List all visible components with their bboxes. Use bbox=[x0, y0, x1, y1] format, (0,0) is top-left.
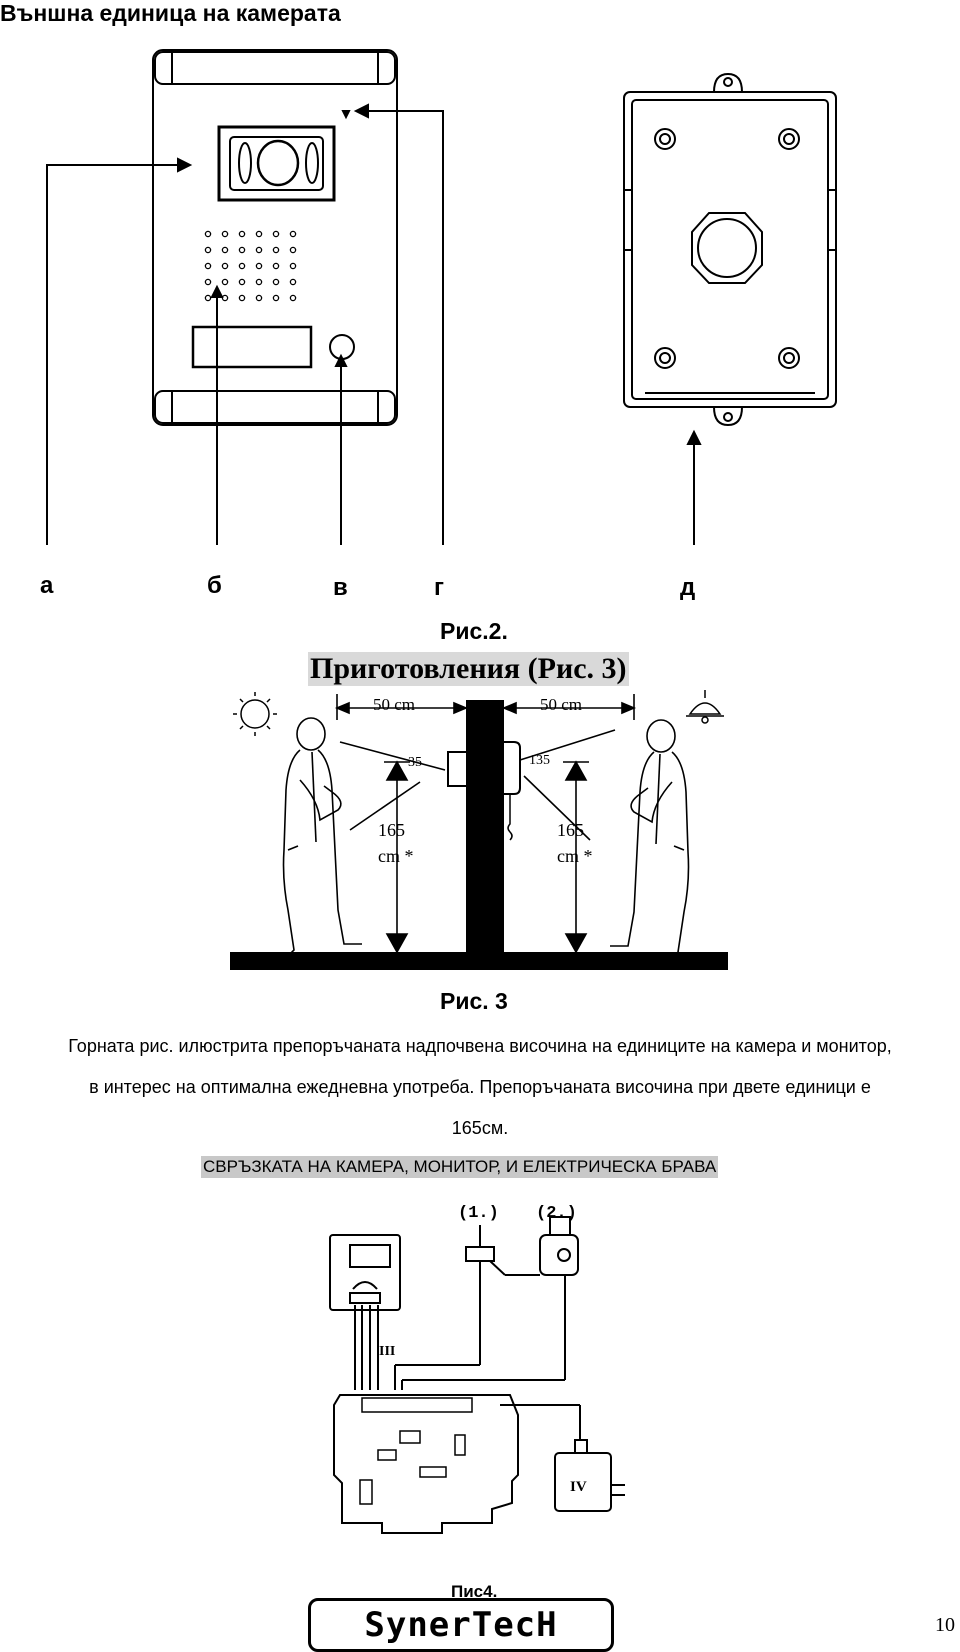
angle-right: 135 bbox=[529, 753, 550, 768]
speaker-hole bbox=[289, 278, 297, 286]
connection-banner: СВРЪЗКАТА НА КАМЕРА, МОНИТОР, И ЕЛЕКТРИЧ… bbox=[201, 1156, 719, 1178]
speaker-hole bbox=[272, 278, 280, 286]
preparations-heading: Приготовления (Рис. 3) bbox=[308, 652, 629, 686]
speaker-hole bbox=[255, 230, 263, 238]
label-g: г bbox=[434, 574, 444, 601]
label-d: д bbox=[680, 574, 696, 601]
speaker-hole bbox=[204, 294, 212, 302]
speaker-hole bbox=[255, 262, 263, 270]
speaker-hole bbox=[221, 278, 229, 286]
label-a: а bbox=[40, 572, 54, 599]
speaker-hole bbox=[272, 294, 280, 302]
speaker-grille bbox=[204, 230, 297, 302]
speaker-hole bbox=[204, 230, 212, 238]
figure-4-caption: Пис4. bbox=[451, 1582, 498, 1601]
height-right-value: 165 bbox=[557, 820, 584, 840]
paragraph-line-3: 165см. bbox=[451, 1118, 509, 1138]
camera-back-box bbox=[623, 72, 837, 427]
sun-icon bbox=[233, 692, 277, 736]
figure-4-wiring-diagram: (1.) (2.) III IV bbox=[329, 1204, 625, 1534]
speaker-hole bbox=[204, 246, 212, 254]
distance-right: 50 cm bbox=[540, 695, 582, 714]
speaker-hole bbox=[272, 246, 280, 254]
label-b: б bbox=[207, 572, 222, 599]
figure-2-caption: Рис.2. bbox=[440, 618, 508, 644]
page-number: 10 bbox=[935, 1614, 955, 1636]
figure-3-caption: Рис. 3 bbox=[440, 988, 508, 1014]
speaker-hole bbox=[238, 278, 246, 286]
circuit-board bbox=[333, 1394, 519, 1534]
paragraph-line-2: в интерес на оптимална ежедневна употреб… bbox=[89, 1077, 871, 1097]
height-left-value: 165 bbox=[378, 820, 405, 840]
speaker-hole bbox=[255, 294, 263, 302]
speaker-hole bbox=[272, 230, 280, 238]
speaker-hole bbox=[289, 246, 297, 254]
speaker-hole bbox=[221, 230, 229, 238]
speaker-hole bbox=[272, 262, 280, 270]
figure-2-camera-drawing bbox=[46, 49, 837, 545]
wall-post bbox=[466, 700, 504, 955]
speaker-hole bbox=[221, 262, 229, 270]
speaker-hole bbox=[221, 246, 229, 254]
speaker-hole bbox=[289, 262, 297, 270]
speaker-hole bbox=[255, 246, 263, 254]
lamp-icon bbox=[686, 690, 724, 724]
speaker-hole bbox=[204, 262, 212, 270]
right-person-figure bbox=[610, 719, 690, 961]
speaker-hole bbox=[204, 278, 212, 286]
synertech-logo: SynerTecH bbox=[308, 1598, 614, 1652]
camera-front-panel bbox=[152, 49, 398, 426]
label-2: (2.) bbox=[536, 1204, 577, 1223]
section-title: Външна единица на камерата bbox=[0, 0, 341, 26]
speaker-hole bbox=[238, 246, 246, 254]
height-left-unit: cm * bbox=[378, 846, 414, 866]
label-1: (1.) bbox=[458, 1204, 499, 1223]
figure-3-height-drawing: 50 cm 50 cm 35 135 165 cm * 165 cm * bbox=[230, 690, 728, 970]
left-person-figure bbox=[282, 717, 362, 959]
angle-left: 35 bbox=[408, 755, 422, 770]
speaker-hole bbox=[255, 278, 263, 286]
ground-bar bbox=[230, 952, 728, 970]
distance-left: 50 cm bbox=[373, 695, 415, 714]
paragraph-line-1: Горната рис. илюстрита препоръчаната над… bbox=[68, 1036, 892, 1056]
label-3: III bbox=[379, 1344, 395, 1359]
figure-2-leader-lines bbox=[46, 103, 702, 545]
speaker-hole bbox=[238, 262, 246, 270]
speaker-hole bbox=[289, 294, 297, 302]
label-4: IV bbox=[570, 1479, 587, 1495]
speaker-hole bbox=[238, 230, 246, 238]
height-right-unit: cm * bbox=[557, 846, 593, 866]
monitor-unit bbox=[329, 1234, 401, 1311]
speaker-hole bbox=[289, 230, 297, 238]
label-v: в bbox=[333, 574, 348, 601]
speaker-hole bbox=[238, 294, 246, 302]
